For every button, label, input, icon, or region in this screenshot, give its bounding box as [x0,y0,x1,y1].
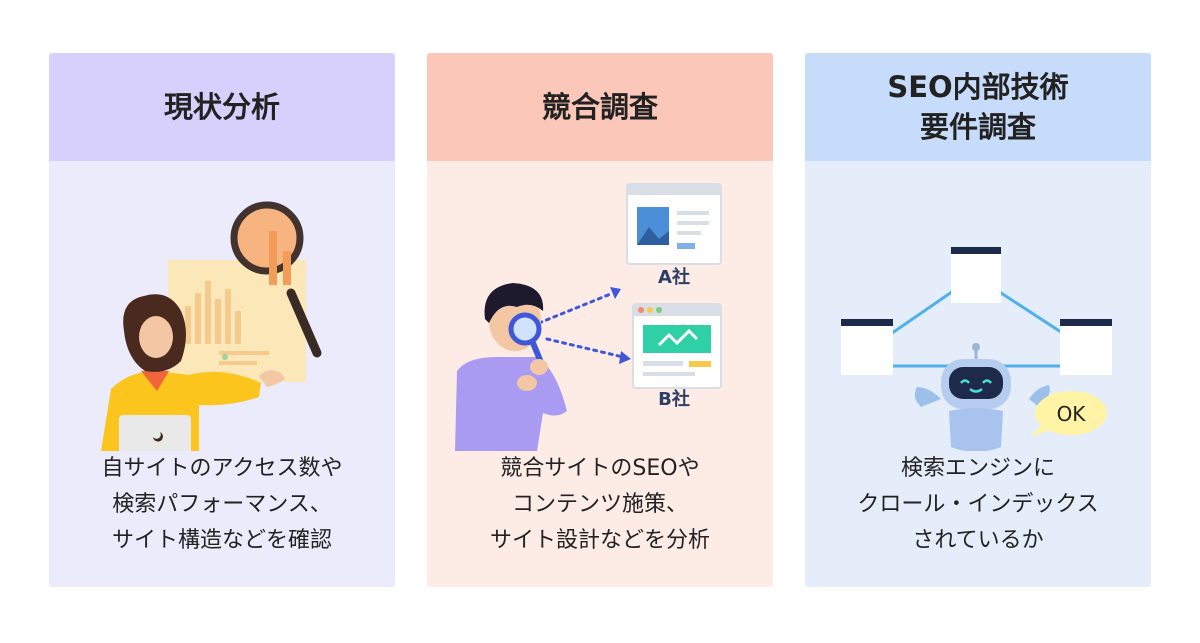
webpage-icon [632,303,722,389]
description-line: 検索パフォーマンス、 [112,492,332,517]
site-a-label: A社 [658,266,690,288]
card-header: 競合調査 [427,53,773,161]
card-title: 現状分析 [163,90,280,124]
description-line: 競合サイトのSEOや [500,456,700,481]
seo-technical-illustration: OK [841,247,1112,451]
robot-icon [914,343,1050,451]
card-current-analysis: 現状分析 自サイトのアクセス数 [49,53,395,587]
card-header: 現状分析 [49,53,395,161]
ok-label: OK [1057,402,1087,426]
card-description: 競合サイトのSEOや コンテンツ施策、 サイト設計などを分析 [427,451,773,587]
card-title: 要件調査 [919,110,1036,144]
competitor-research-illustration: A社 B社 [455,183,722,451]
description-line: サイト構造などを確認 [111,528,332,553]
speech-bubble-icon: OK [1031,391,1107,437]
magnifier-icon [230,201,322,358]
description-line: 検索エンジンに [900,456,1055,481]
description-line: 自サイトのアクセス数や [101,456,343,481]
card-seo-technical-requirements: SEO内部技術 要件調査 [805,53,1151,587]
person-magnifier-icon [455,283,567,451]
card-competitor-research: 競合調査 A社 B社 [427,53,773,587]
site-b-label: B社 [658,388,690,410]
page-network-icon [841,247,1112,375]
card-title: SEO内部技術 [887,70,1069,104]
card-description: 検索エンジンに クロール・インデックス されているか [805,451,1151,587]
description-line: されているか [912,528,1044,553]
card-title: 競合調査 [541,90,658,124]
person-laptop-icon [101,294,285,451]
description-line: クロール・インデックス [857,492,1099,517]
description-line: コンテンツ施策、 [511,492,688,517]
webpage-icon [626,183,722,265]
description-line: サイト設計などを分析 [489,528,710,553]
card-description: 自サイトのアクセス数や 検索パフォーマンス、 サイト構造などを確認 [49,451,395,587]
card-header: SEO内部技術 要件調査 [805,53,1151,161]
current-analysis-illustration [101,201,322,451]
